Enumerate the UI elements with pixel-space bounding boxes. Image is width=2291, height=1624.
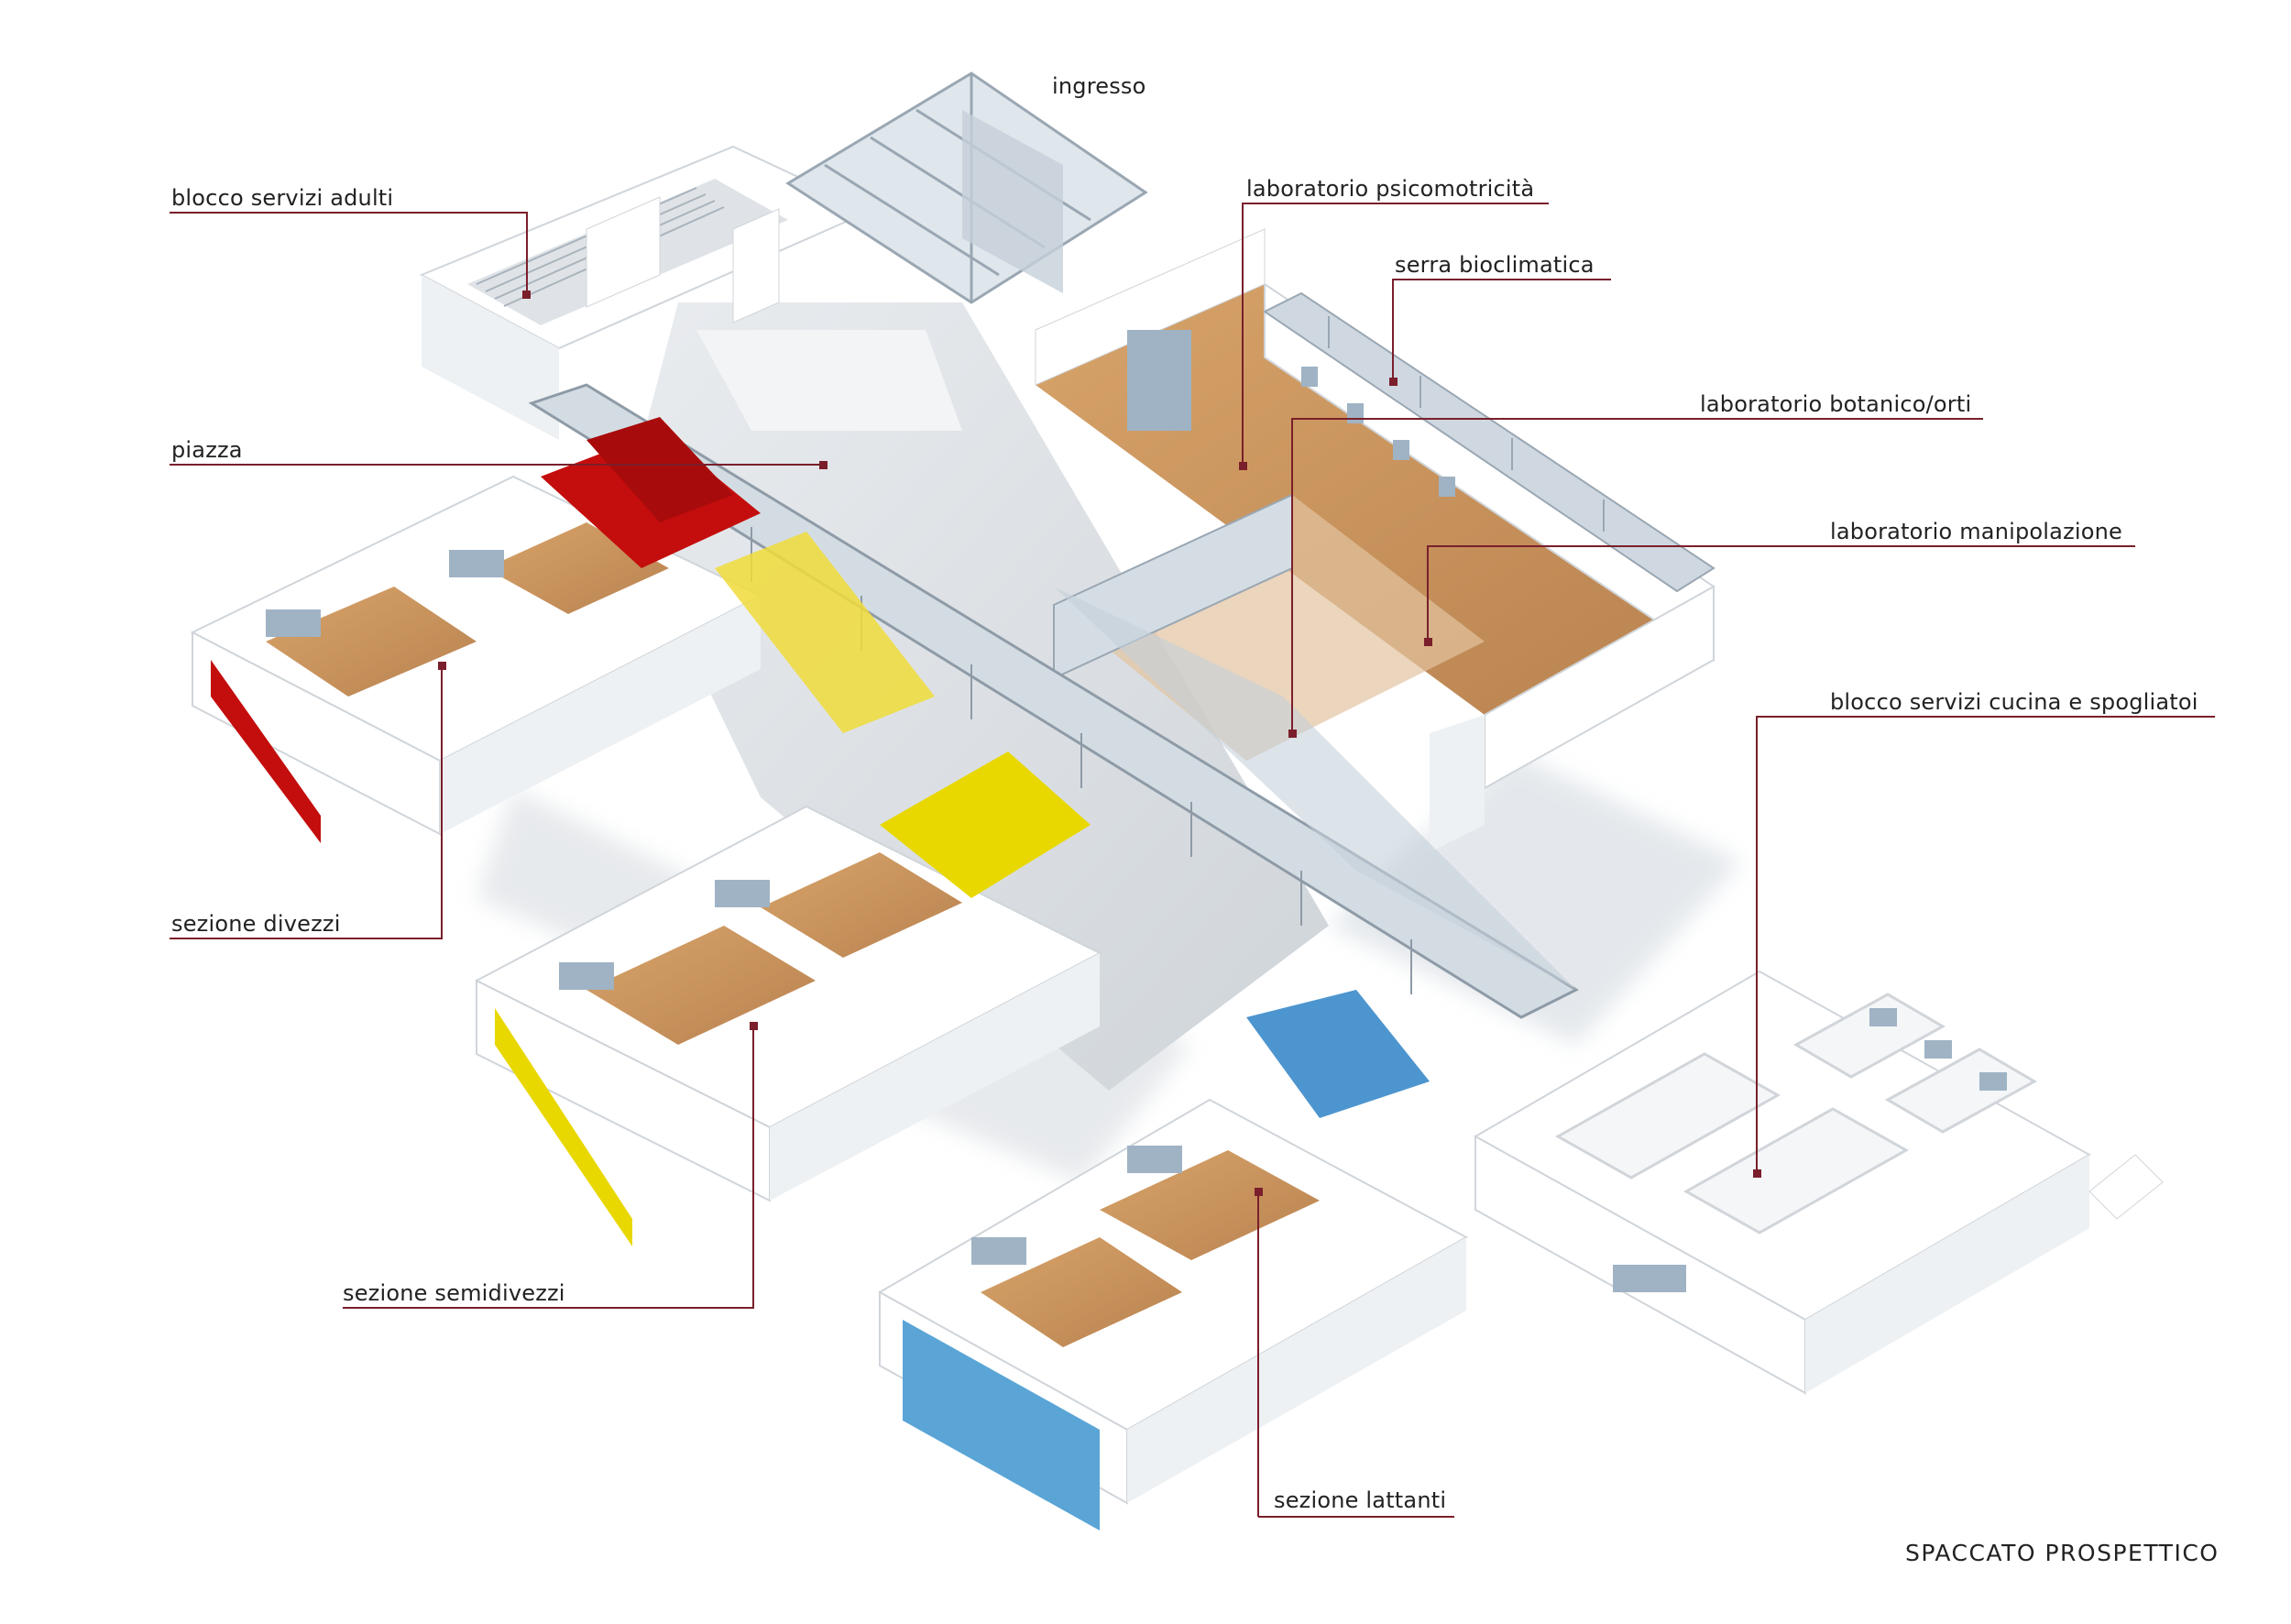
leader-lines (170, 203, 2215, 1518)
label-piazza: piazza (171, 437, 243, 463)
label-laboratorio-botanico: laboratorio botanico/orti (1700, 391, 1972, 417)
label-sezione-lattanti: sezione lattanti (1274, 1487, 1447, 1513)
label-blocco-servizi-cucina: blocco servizi cucina e spogliatoi (1830, 689, 2198, 715)
drawing-caption: SPACCATO PROSPETTICO (1905, 1540, 2220, 1566)
label-ingresso: ingresso (1052, 73, 1146, 99)
label-laboratorio-psicomotricita: laboratorio psicomotricità (1246, 176, 1535, 202)
label-sezione-semidivezzi: sezione semidivezzi (343, 1280, 565, 1306)
ingresso-glass-entry (785, 71, 1148, 304)
label-serra-bioclimatica: serra bioclimatica (1395, 252, 1595, 278)
sezione-semidivezzi-block (474, 532, 1102, 1246)
sezione-divezzi-block (190, 417, 763, 843)
blocco-servizi-cucina-block (1473, 970, 2164, 1395)
laboratori-wing (1035, 228, 1716, 852)
piazza-floor (623, 302, 1329, 1091)
blocco-servizi-adulti-block (419, 145, 873, 440)
leader-dots (438, 291, 1761, 1196)
label-laboratorio-manipolazione: laboratorio manipolazione (1830, 519, 2122, 544)
label-sezione-divezzi: sezione divezzi (171, 911, 341, 937)
sezione-lattanti-block (877, 990, 1469, 1531)
label-blocco-servizi-adulti: blocco servizi adulti (171, 185, 394, 211)
